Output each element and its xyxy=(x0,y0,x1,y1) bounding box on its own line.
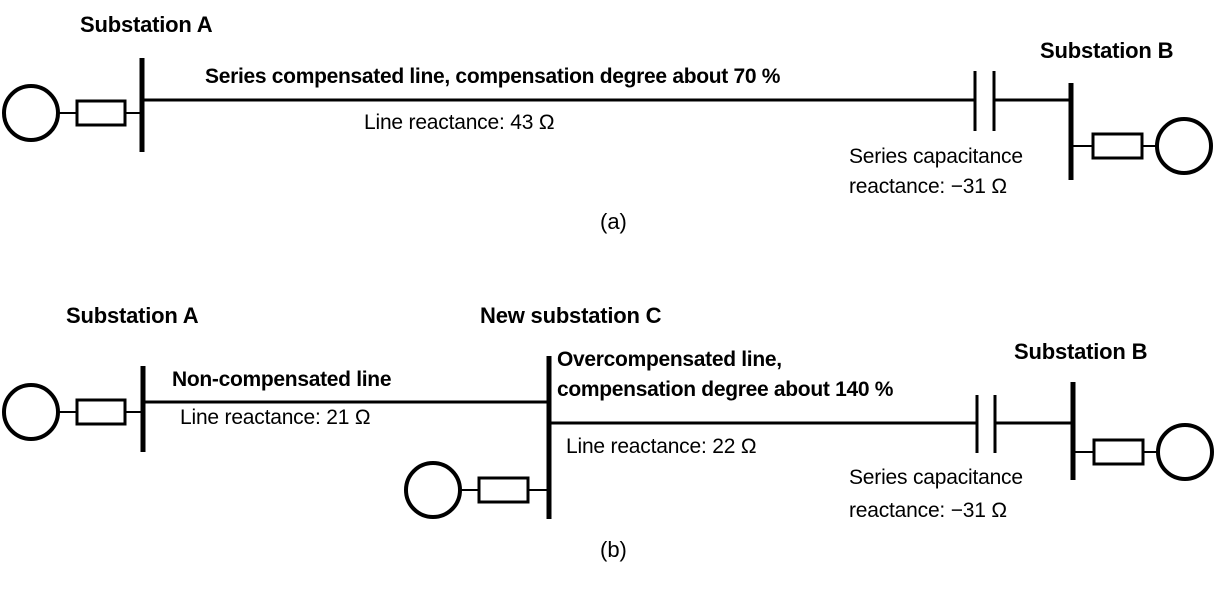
label-substation-a-panel-a: Substation A xyxy=(80,12,213,37)
label-segment-right-title-line1-panel-b: Overcompensated line, xyxy=(557,348,782,371)
generator-b1-icon xyxy=(1155,117,1213,175)
transformer-a2-icon xyxy=(75,398,127,426)
generator-a2-icon xyxy=(2,383,60,441)
label-segment-left-title-panel-b: Non-compensated line xyxy=(172,368,392,391)
generator-c-icon xyxy=(404,461,462,519)
label-series-capacitance-line2-panel-a: reactance: −31 Ω xyxy=(849,175,1007,198)
label-series-capacitance-line1-panel-b: Series capacitance xyxy=(849,466,1023,489)
label-segment-left-reactance-panel-b: Line reactance: 21 Ω xyxy=(180,406,371,429)
label-line-reactance-panel-a: Line reactance: 43 Ω xyxy=(364,111,555,134)
label-substation-a-panel-b: Substation A xyxy=(66,303,199,328)
transformer-b2-icon xyxy=(1092,438,1145,466)
generator-a1-icon xyxy=(2,84,60,142)
panel-caption-b: (b) xyxy=(600,537,627,562)
label-substation-b-panel-b: Substation B xyxy=(1014,339,1148,364)
panel-caption-a: (a) xyxy=(600,209,627,234)
panel-b-geometry xyxy=(2,356,1214,519)
transformer-c-icon xyxy=(477,476,530,504)
label-segment-right-title-line2-panel-b: compensation degree about 140 % xyxy=(557,378,894,401)
transformer-a1-icon xyxy=(75,99,127,127)
panel-a-geometry xyxy=(2,58,1213,180)
label-series-capacitance-line2-panel-b: reactance: −31 Ω xyxy=(849,499,1007,522)
label-new-substation-c-panel-b: New substation C xyxy=(480,303,662,328)
label-line-title-panel-a: Series compensated line, compensation de… xyxy=(205,65,781,88)
generator-b2-icon xyxy=(1156,423,1214,481)
label-segment-right-reactance-panel-b: Line reactance: 22 Ω xyxy=(566,435,757,458)
label-substation-b-panel-a: Substation B xyxy=(1040,38,1174,63)
transformer-b1-icon xyxy=(1091,132,1144,160)
label-series-capacitance-line1-panel-a: Series capacitance xyxy=(849,145,1023,168)
